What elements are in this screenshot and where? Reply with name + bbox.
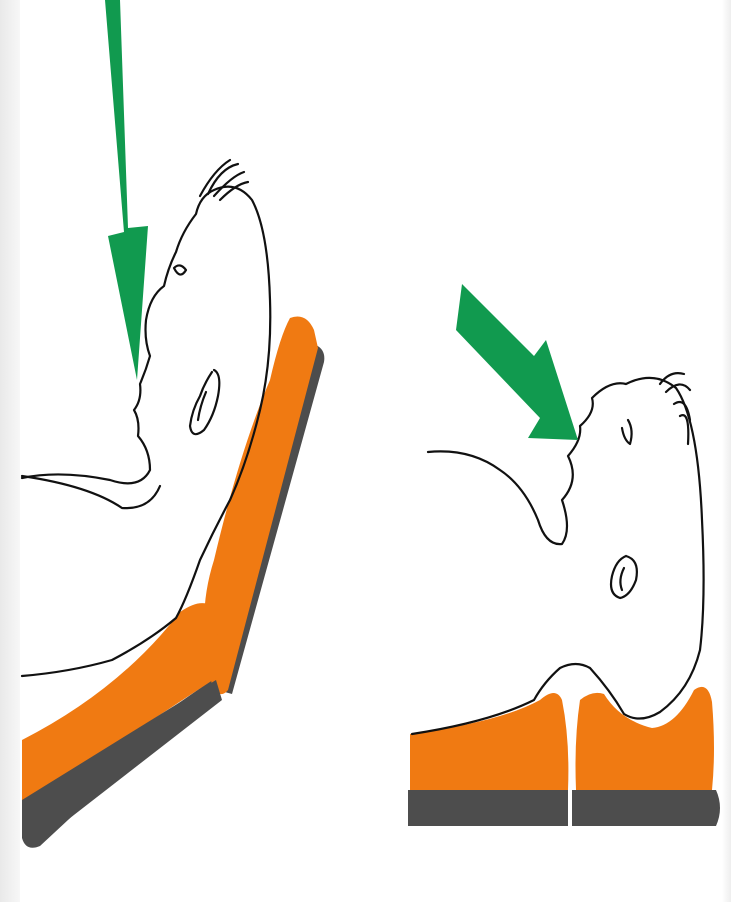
- left-eye: [174, 265, 186, 274]
- left-ear: [190, 370, 219, 434]
- right-ear-inner: [620, 568, 624, 590]
- right-pillow-foam-left: [410, 693, 568, 790]
- right-cushion-base-left: [408, 790, 568, 826]
- left-backrest-foam: [204, 317, 318, 695]
- right-pillow-foam-right: [576, 687, 715, 790]
- right-cushion-base-right: [572, 790, 720, 826]
- right-eye: [622, 420, 632, 444]
- right-figure: [408, 284, 720, 826]
- arrow-pointing-down-right-to-mouth: [456, 284, 578, 440]
- right-ear: [611, 556, 637, 598]
- left-figure: [22, 0, 324, 848]
- arrow-pointing-down-to-mouth: [105, 0, 148, 380]
- left-hair: [200, 160, 248, 200]
